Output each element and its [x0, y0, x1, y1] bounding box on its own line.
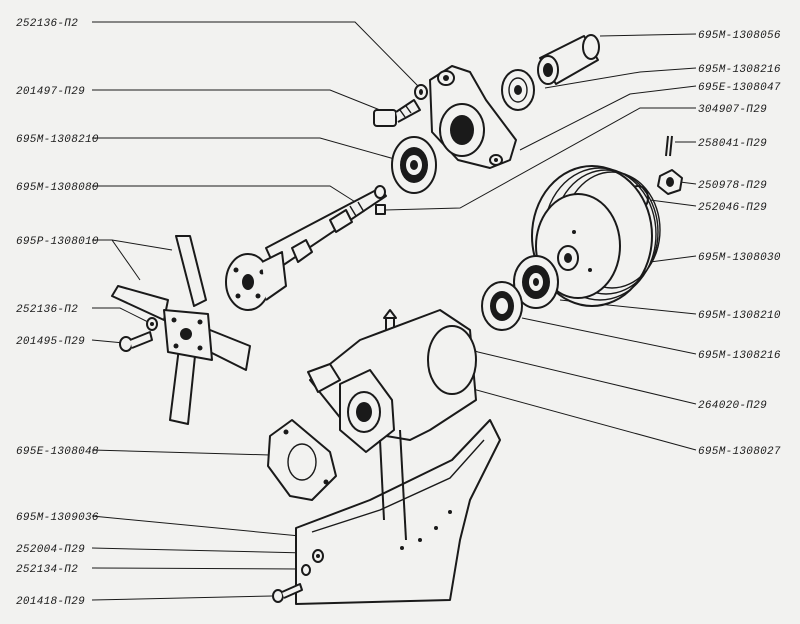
bolt-201495 [119, 331, 153, 352]
cotter-pin-258041 [665, 135, 673, 157]
washer-252136-mid [146, 317, 158, 331]
label-695m-1308030: 695М-1308030 [698, 252, 781, 264]
label-695m-1308210-a: 695М-1308210 [16, 134, 99, 146]
bolt-201418 [272, 583, 303, 603]
bearing-1308047 [501, 69, 535, 111]
label-252046: 252046-П29 [698, 202, 767, 214]
fan-shroud-1309036 [295, 419, 501, 605]
label-250978: 250978-П29 [698, 180, 767, 192]
label-695m-1308216-b: 695М-1308216 [698, 350, 781, 362]
bearing-1308210-lower [513, 255, 559, 309]
label-695m-1308027: 695М-1308027 [698, 446, 781, 458]
bearing-1308210-upper [391, 136, 437, 194]
label-201497: 201497-П29 [16, 86, 85, 98]
leader-lines [91, 21, 697, 601]
shaft-hub-flange [225, 251, 287, 311]
washer-252004 [312, 549, 324, 563]
nut-250978 [657, 169, 683, 195]
pulley-1308030 [531, 165, 661, 307]
label-695m-1309036: 695М-1309036 [16, 512, 99, 524]
bracket-1308027 [307, 309, 477, 453]
label-695p-1308010: 695Р-1308010 [16, 236, 99, 248]
pump-shaft [265, 185, 387, 271]
washer-252134 [301, 564, 311, 576]
label-695e-1308048: 695Е-1308048 [16, 446, 99, 458]
label-695m-1308080: 695М-1308080 [16, 182, 99, 194]
fan-695p-1308010 [111, 235, 251, 425]
label-252004: 252004-П29 [16, 544, 85, 556]
key-304907 [375, 204, 386, 215]
label-201495: 201495-П29 [16, 336, 85, 348]
washer-252136-top [414, 84, 428, 100]
pump-housing [429, 65, 517, 169]
label-304907: 304907-П29 [698, 104, 767, 116]
label-695m-1308056: 695М-1308056 [698, 30, 781, 42]
sleeve-1308056 [537, 34, 600, 85]
label-695m-1308216-a: 695М-1308216 [698, 64, 781, 76]
bolt-201497 [373, 99, 421, 127]
label-695e-1308047: 695Е-1308047 [698, 82, 781, 94]
label-252136-mid: 252136-П2 [16, 304, 78, 316]
label-695m-1308210-b: 695М-1308210 [698, 310, 781, 322]
bearing-1308216-lower [481, 281, 523, 331]
label-252134: 252134-П2 [16, 564, 78, 576]
label-201418: 201418-П29 [16, 596, 85, 608]
label-252136-top: 252136-П2 [16, 18, 78, 30]
label-258041: 258041-П29 [698, 138, 767, 150]
label-264020: 264020-П29 [698, 400, 767, 412]
gasket-1308048 [267, 419, 337, 501]
